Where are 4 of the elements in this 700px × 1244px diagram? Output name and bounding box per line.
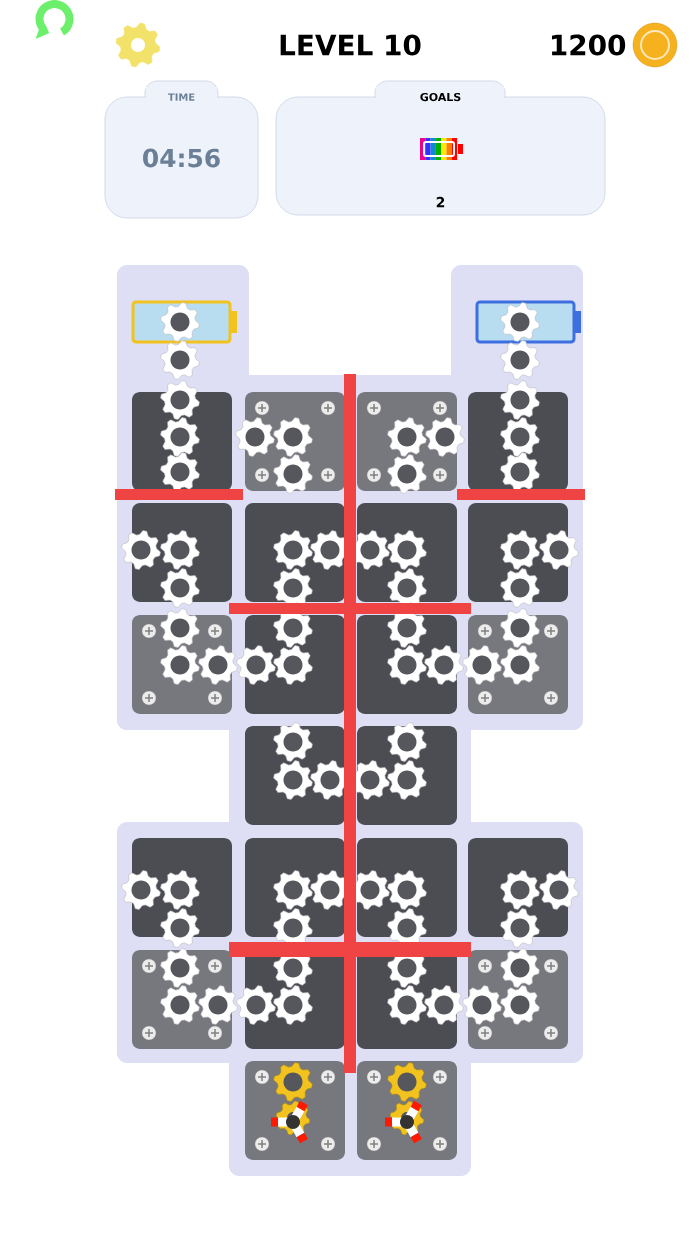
timer-panel: TIME 04:56 [104, 80, 259, 219]
level-title: LEVEL 10 [280, 34, 421, 56]
coin-count: 1200 [552, 34, 626, 56]
goals-panel: GOALS 2 [275, 80, 606, 216]
